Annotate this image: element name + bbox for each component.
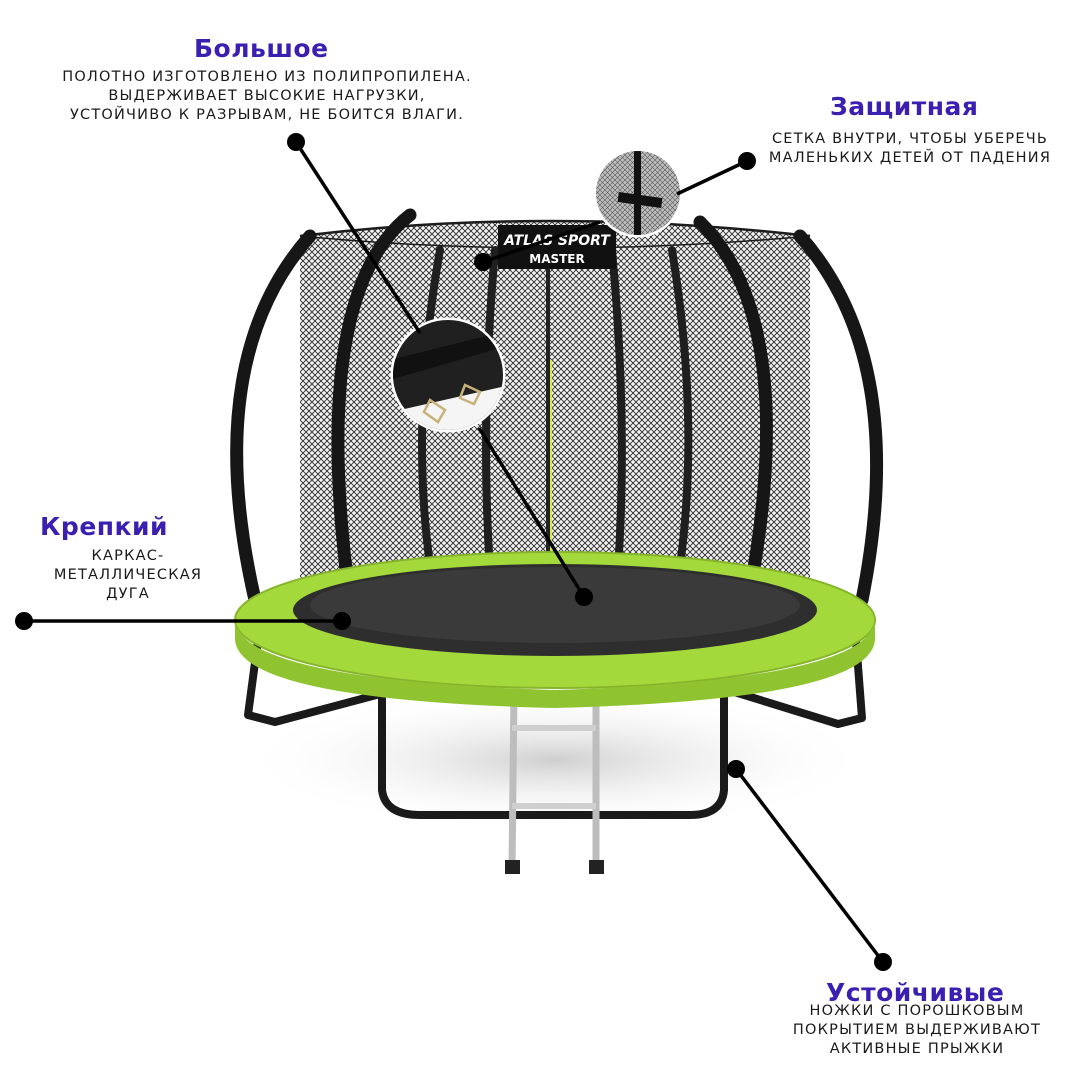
callout-frame-line-3: ДУГА xyxy=(106,586,150,602)
callout-net-desc: СЕТКА ВНУТРИ, ЧТОБЫ УБЕРЕЧЬ МАЛЕНЬКИХ ДЕ… xyxy=(762,130,1058,168)
callout-frame-desc: КАРКАС- МЕТАЛЛИЧЕСКАЯ ДУГА xyxy=(40,547,216,604)
model-text: MASTER xyxy=(529,252,585,266)
callout-legs-line-2: ПОКРЫТИЕМ ВЫДЕРЖИВАЮТ xyxy=(792,1022,1042,1038)
ground-shadow xyxy=(235,690,875,830)
callout-net-line-1: СЕТКА ВНУТРИ, ЧТОБЫ УБЕРЕЧЬ xyxy=(771,131,1049,147)
callout-net-line-2: МАЛЕНЬКИХ ДЕТЕЙ ОТ ПАДЕНИЯ xyxy=(768,150,1052,166)
callout-legs-title: Устойчивые xyxy=(826,978,1005,1007)
callout-top-line-3: УСТОЙЧИВО К РАЗРЫВАМ, НЕ БОИТСЯ ВЛАГИ. xyxy=(69,107,465,123)
callout-frame-title: Крепкий xyxy=(40,512,169,541)
callout-net-title: Защитная xyxy=(830,92,979,121)
callout-legs-desc: НОЖКИ С ПОРОШКОВЫМ ПОКРЫТИЕМ ВЫДЕРЖИВАЮТ… xyxy=(780,1002,1054,1059)
callout-legs-line-3: АКТИВНЫЕ ПРЫЖКИ xyxy=(829,1041,1005,1057)
callout-top-line-2: ВЫДЕРЖИВАЕТ ВЫСОКИЕ НАГРУЗКИ, xyxy=(108,88,426,104)
callout-leaders xyxy=(24,141,885,964)
trampoline-legs xyxy=(244,639,866,819)
mat-fabric-zoom xyxy=(390,317,506,433)
callout-legs-line-1: НОЖКИ С ПОРОШКОВЫМ xyxy=(809,1003,1025,1019)
inner-net-poles xyxy=(418,246,693,574)
net-top-rim xyxy=(299,219,811,238)
brand-label: ATLAS SPORT MASTER xyxy=(498,225,616,269)
ladder xyxy=(505,689,604,874)
callout-frame-line-2: МЕТАЛЛИЧЕСКАЯ xyxy=(53,567,203,583)
callout-top-title: Большое xyxy=(194,34,329,63)
callout-top-desc: ПОЛОТНО ИЗГОТОВЛЕНО ИЗ ПОЛИПРОПИЛЕНА. ВЫ… xyxy=(52,68,482,125)
callout-dots xyxy=(15,133,892,971)
callout-frame-line-1: КАРКАС- xyxy=(91,548,165,564)
callout-top-line-1: ПОЛОТНО ИЗГОТОВЛЕНО ИЗ ПОЛИПРОПИЛЕНА. xyxy=(62,69,472,85)
net-zipper-zoom xyxy=(593,148,683,238)
